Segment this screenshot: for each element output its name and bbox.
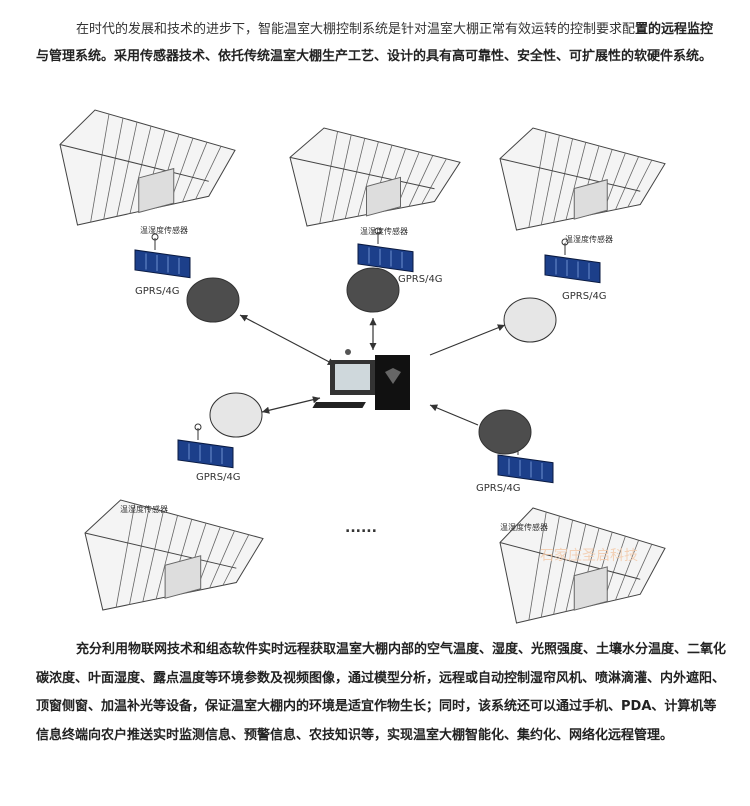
gprs-label: GPRS/4G bbox=[476, 483, 521, 494]
network-cloud-2 bbox=[346, 267, 400, 313]
sensor-label: 温湿度传感器 bbox=[120, 504, 168, 514]
watermark: 石家庄圣启科技 bbox=[540, 548, 638, 564]
gprs-module-1 bbox=[134, 233, 191, 279]
sensor-icon bbox=[573, 566, 608, 611]
more-nodes-ellipsis: ...... bbox=[345, 520, 377, 536]
gprs-module-3 bbox=[544, 238, 601, 284]
intro-paragraph: 在时代的发展和技术的进步下，智能温室大棚控制系统是针对温室大棚正常有效运转的控制… bbox=[36, 16, 726, 70]
greenhouse-3 bbox=[499, 127, 666, 231]
network-cloud-5 bbox=[478, 409, 532, 455]
sensor-icon bbox=[366, 176, 401, 217]
greenhouse-2 bbox=[289, 127, 461, 227]
gprs-label: GPRS/4G bbox=[135, 286, 180, 297]
sensor-label: 温湿度传感器 bbox=[360, 226, 408, 236]
gprs-label: GPRS/4G bbox=[562, 291, 607, 302]
body-paragraph: 充分利用物联网技术和组态软件实时远程获取温室大棚内部的空气温度、湿度、光照强度、… bbox=[36, 636, 726, 750]
network-cloud-4 bbox=[209, 392, 263, 438]
sensor-icon bbox=[138, 167, 175, 214]
gprs-module-4 bbox=[177, 423, 234, 469]
connection-arrows bbox=[239, 314, 506, 426]
sensor-label: 温湿度传感器 bbox=[140, 225, 188, 235]
sensor-icon bbox=[164, 555, 202, 599]
gprs-module-2 bbox=[357, 227, 414, 273]
intro-line1: 在时代的发展和技术的进步下，智能温室大棚控制系统是针对温室大棚正常有效运转的控制… bbox=[76, 22, 636, 37]
sensor-icon bbox=[573, 179, 608, 220]
sensor-label: 温湿度传感器 bbox=[565, 234, 613, 244]
network-cloud-1 bbox=[186, 277, 240, 323]
computer-icon bbox=[312, 349, 410, 410]
sensor-label: 温湿度传感器 bbox=[500, 522, 548, 532]
gprs-label: GPRS/4G bbox=[398, 274, 443, 285]
greenhouse-1 bbox=[59, 109, 236, 226]
gprs-label: GPRS/4G bbox=[196, 472, 241, 483]
network-cloud-3 bbox=[503, 297, 557, 343]
body-text: 充分利用物联网技术和组态软件实时远程获取温室大棚内部的空气温度、湿度、光照强度、… bbox=[36, 642, 727, 743]
greenhouse-4 bbox=[84, 499, 264, 611]
greenhouse-5 bbox=[499, 507, 666, 624]
intro-rest: 置的远程监控与管理系统。采用传感器技术、依托传统温室大棚生产工艺、设计的具有高可… bbox=[36, 22, 714, 64]
